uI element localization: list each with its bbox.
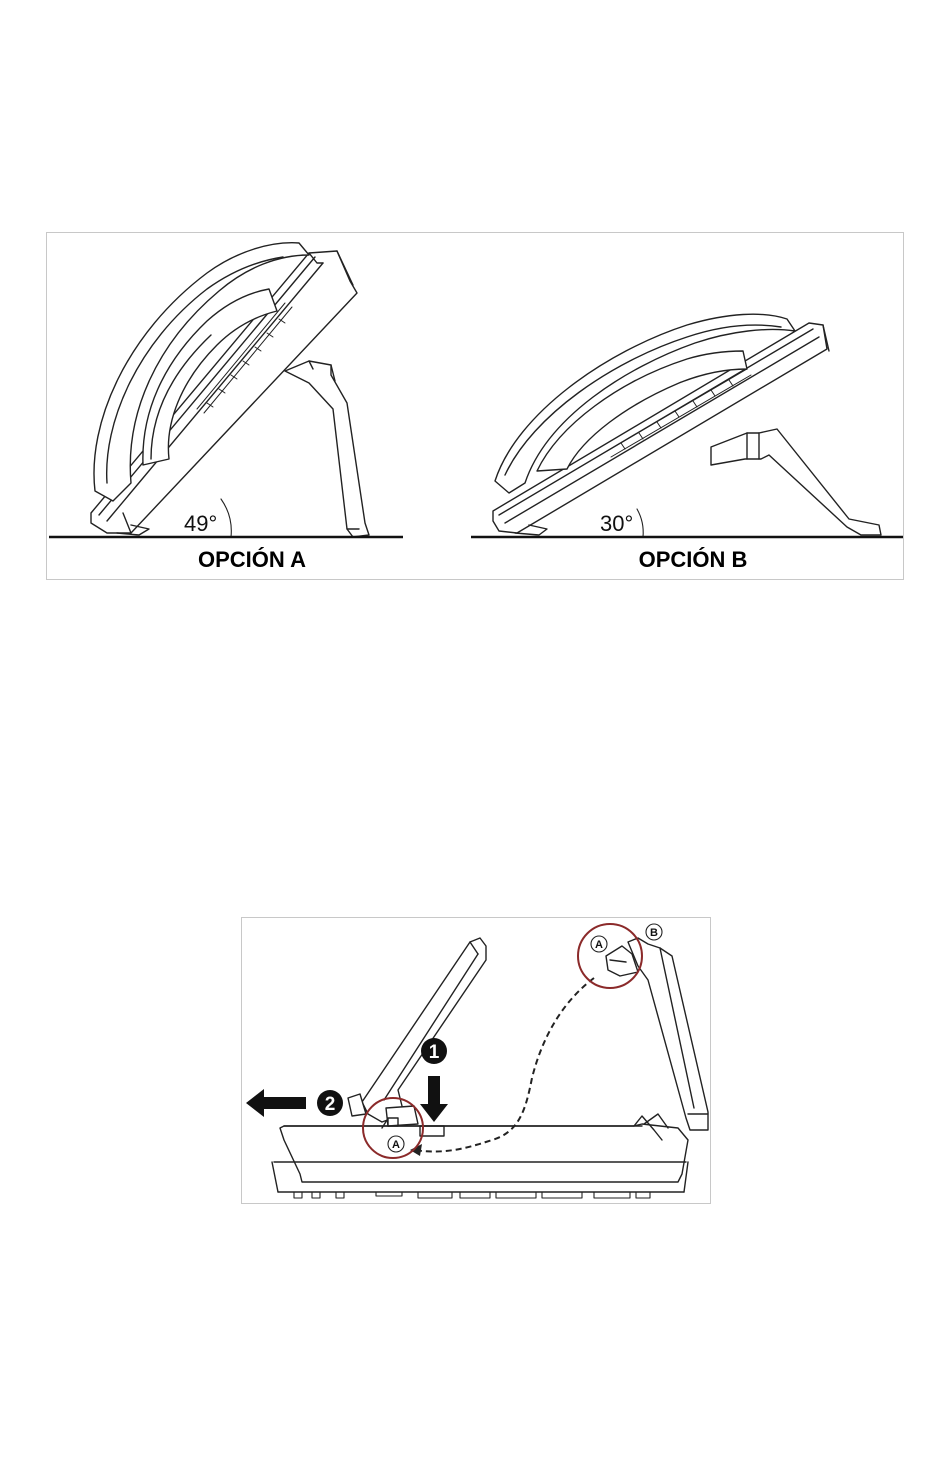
down-arrow-icon [420,1076,448,1122]
stand-attached [348,938,486,1136]
step-2-marker: 2 [317,1090,343,1116]
callout-a-attached-text: A [392,1139,400,1151]
phone-option-b [493,314,881,537]
angle-label-b: 30° [600,511,633,536]
step-1-marker: 1 [421,1038,447,1064]
phone-option-a [91,243,369,537]
callout-b-text: B [650,927,658,939]
callout-a-attached: A [388,1136,404,1152]
stand-removal-figure: A A B 1 2 [241,917,711,1204]
angle-label-a: 49° [184,511,217,536]
caption-option-a: OPCIÓN A [198,547,306,572]
left-arrow-icon [246,1089,306,1117]
phone-body [272,1114,688,1198]
step-1-number: 1 [429,1042,440,1063]
callout-a-detached: A [591,936,607,952]
stand-removal-drawing: A A B 1 2 [242,918,712,1205]
callout-b: B [646,924,662,940]
callout-a-detached-text: A [595,939,603,951]
stand-options-drawing: 49° 30° OPCIÓN A OPCIÓN B [47,233,905,581]
stand-detached [606,938,708,1130]
stand-options-figure: 49° 30° OPCIÓN A OPCIÓN B [46,232,904,580]
step-2-number: 2 [325,1094,336,1115]
caption-option-b: OPCIÓN B [639,547,748,572]
